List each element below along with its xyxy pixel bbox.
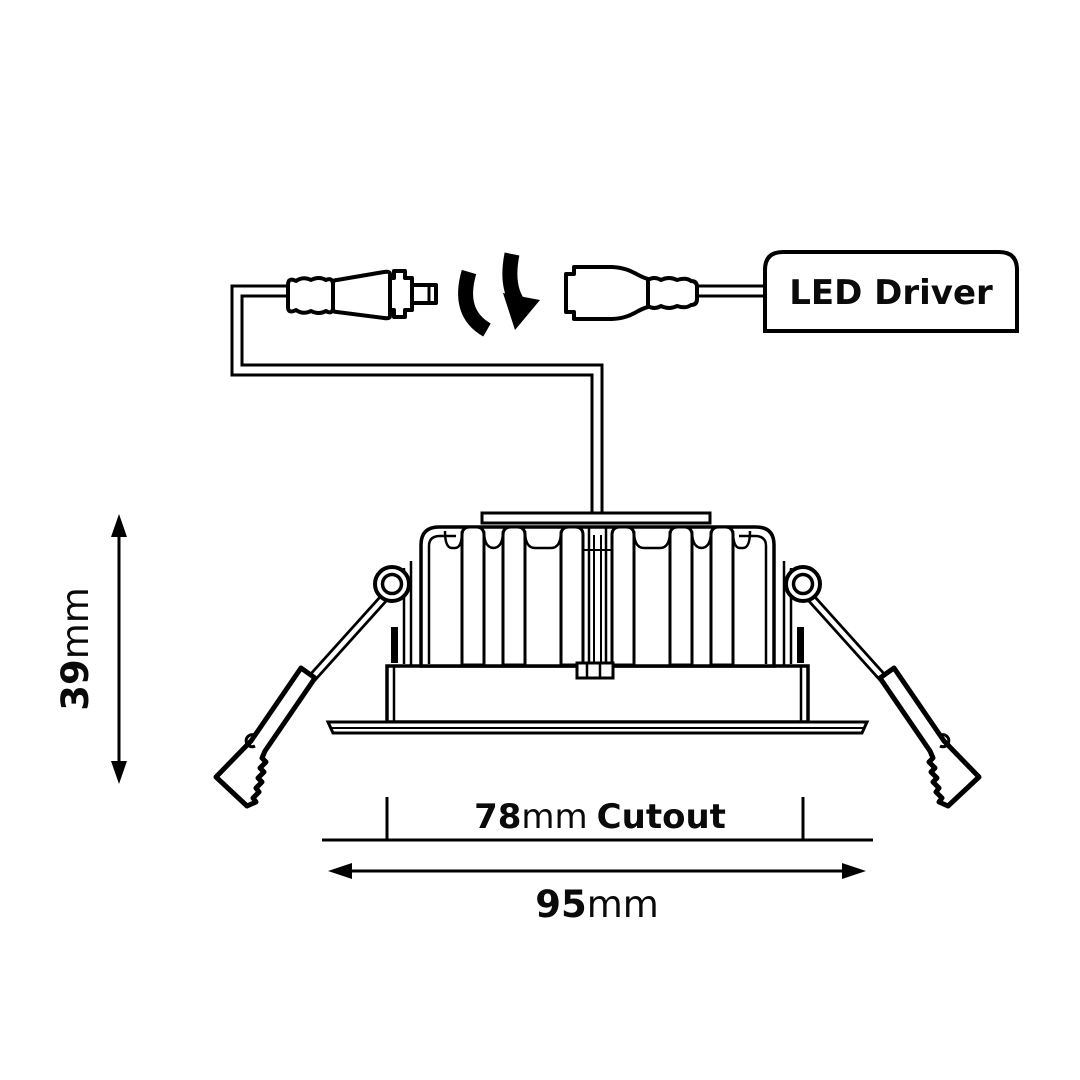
dimension-height-label: 39mm [54, 587, 97, 711]
spring-clip-foot [213, 665, 318, 809]
heatsink-webs [443, 530, 752, 550]
center-channel [584, 527, 611, 663]
arrowhead-up-icon [111, 514, 127, 537]
male-connector-barrel [331, 269, 392, 321]
female-connector-strain-relief [646, 276, 699, 310]
fixture-supply-wire [230, 284, 604, 520]
led-driver-box: LED Driver [763, 250, 1019, 333]
spring-clip-left [213, 561, 413, 809]
arrowhead-down-icon [111, 761, 127, 784]
led-driver-label: LED Driver [789, 273, 993, 313]
male-connector-pin [410, 283, 438, 305]
dimension-height: 39mm [54, 514, 127, 784]
heatsink [419, 511, 776, 680]
trim-flange [325, 720, 870, 735]
dimension-overall: 95mm [328, 863, 866, 926]
dimension-overall-label: 95mm [535, 883, 659, 926]
male-connector-strain-relief [286, 276, 335, 315]
arrowhead-right-icon [842, 863, 866, 879]
female-connector-body [564, 265, 650, 321]
male-connector [286, 269, 438, 321]
male-connector-collar [388, 269, 414, 319]
spring-clip-right [784, 561, 979, 806]
twist-arrow-icon [458, 252, 540, 337]
spring-coil-bar [391, 627, 398, 663]
arrowhead-left-icon [328, 863, 352, 879]
female-connector [564, 265, 699, 321]
downlight-fixture [213, 511, 979, 809]
top-plate [480, 511, 712, 525]
center-tab [575, 661, 615, 680]
